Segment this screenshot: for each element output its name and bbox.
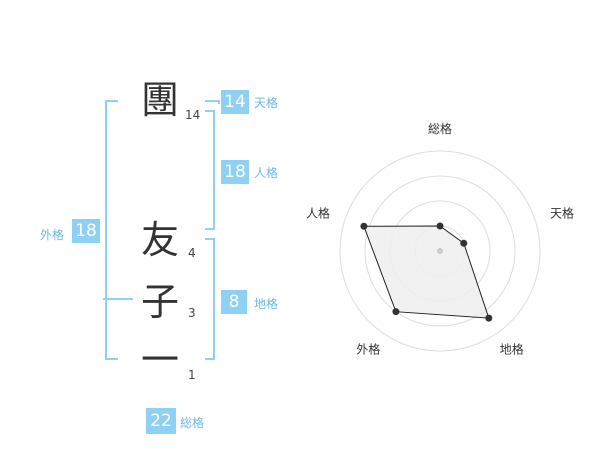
tenkaku-value: 14 (221, 90, 249, 114)
gaikaku-connector (103, 298, 133, 300)
soukaku-label: 総格 (180, 416, 205, 430)
radar-axis-label: 天格 (550, 205, 574, 220)
name-char-1: 團 (140, 78, 179, 122)
soukaku-value: 22 (146, 408, 176, 434)
stroke-count-2: 4 (188, 246, 196, 260)
chikaku-label: 地格 (254, 297, 279, 311)
radar-polygon (363, 225, 490, 319)
tenkaku-label: 天格 (254, 96, 279, 110)
radar-axis-label: 外格 (356, 342, 380, 357)
stroke-count-3: 3 (188, 306, 196, 320)
radar-axis-label: 地格 (500, 342, 524, 357)
gaikaku-bracket (105, 100, 118, 360)
gaikaku-label: 外格 (40, 228, 65, 242)
tenkaku-bracket (205, 100, 220, 104)
jinkaku-value: 18 (221, 160, 249, 184)
jinkaku-label: 人格 (254, 166, 279, 180)
radar-axis-label: 総格 (428, 121, 452, 136)
stroke-count-1: 14 (185, 108, 201, 122)
radar-center-dot (437, 248, 443, 254)
stroke-count-4: 1 (188, 368, 196, 382)
gaikaku-value: 18 (72, 219, 100, 243)
radar-point-5 (360, 222, 368, 230)
name-char-4: 一 (140, 338, 179, 382)
radar-point-4 (392, 308, 400, 316)
radar-axis-label: 人格 (306, 205, 330, 220)
radar-ring (339, 150, 541, 352)
chikaku-value: 8 (221, 290, 247, 314)
jinkaku-bracket (205, 110, 215, 230)
name-char-3: 子 (140, 280, 179, 324)
name-char-2: 友 (140, 218, 179, 262)
chikaku-bracket (205, 238, 215, 360)
radar-point-3 (485, 314, 493, 322)
radar-ring (364, 175, 516, 327)
radar-point-2 (460, 239, 468, 247)
radar-point-1 (436, 222, 444, 230)
